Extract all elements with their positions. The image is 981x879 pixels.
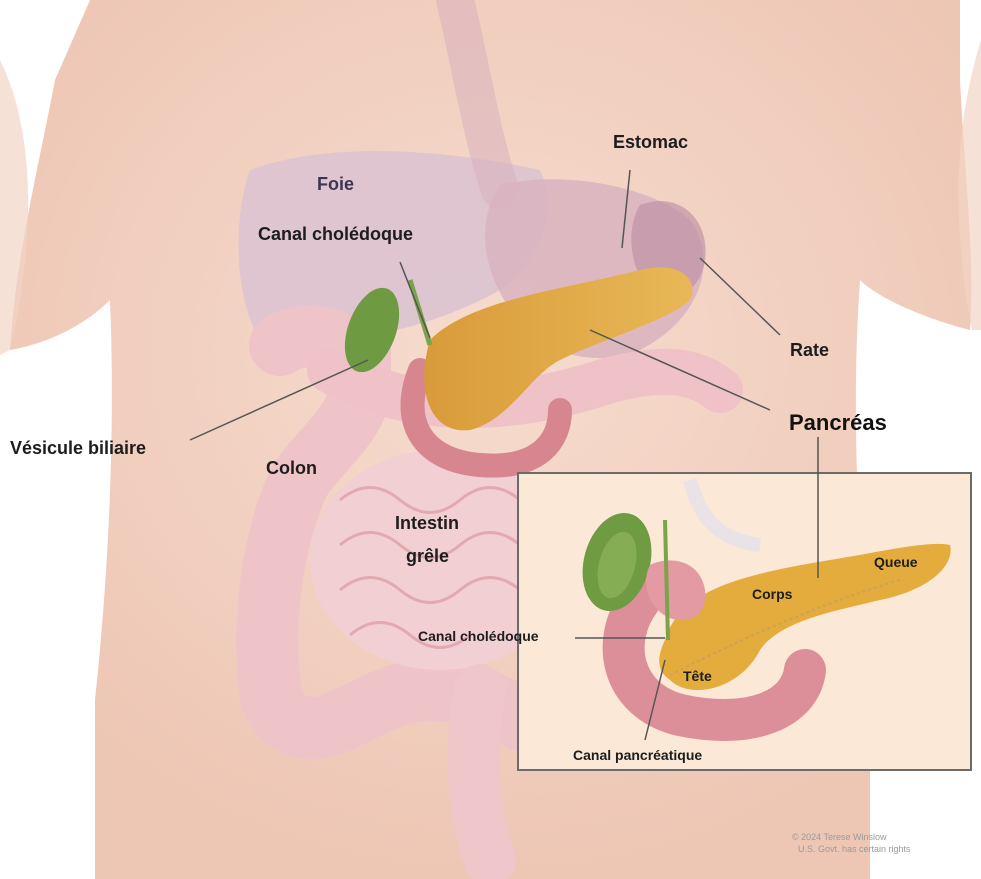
copyright-line-1: © 2024 Terese Winslow (792, 832, 887, 843)
label-queue: Queue (874, 554, 918, 570)
label-rate: Rate (790, 340, 829, 361)
label-canal-choledoque: Canal cholédoque (258, 224, 413, 245)
label-intestin: Intestin (395, 513, 459, 534)
label-foie: Foie (317, 174, 354, 195)
label-pancreas: Pancréas (789, 410, 887, 436)
label-estomac: Estomac (613, 132, 688, 153)
label-canal-pancreatique: Canal pancréatique (573, 747, 702, 763)
rectum (473, 690, 490, 860)
label-corps: Corps (752, 586, 792, 602)
label-vesicule-biliaire: Vésicule biliaire (10, 438, 146, 459)
label-inset-canal-choledoque: Canal cholédoque (418, 628, 539, 644)
label-tete: Tête (683, 668, 712, 684)
label-grele: grêle (406, 546, 449, 567)
copyright-line-2: U.S. Govt. has certain rights (798, 844, 911, 855)
label-colon: Colon (266, 458, 317, 479)
